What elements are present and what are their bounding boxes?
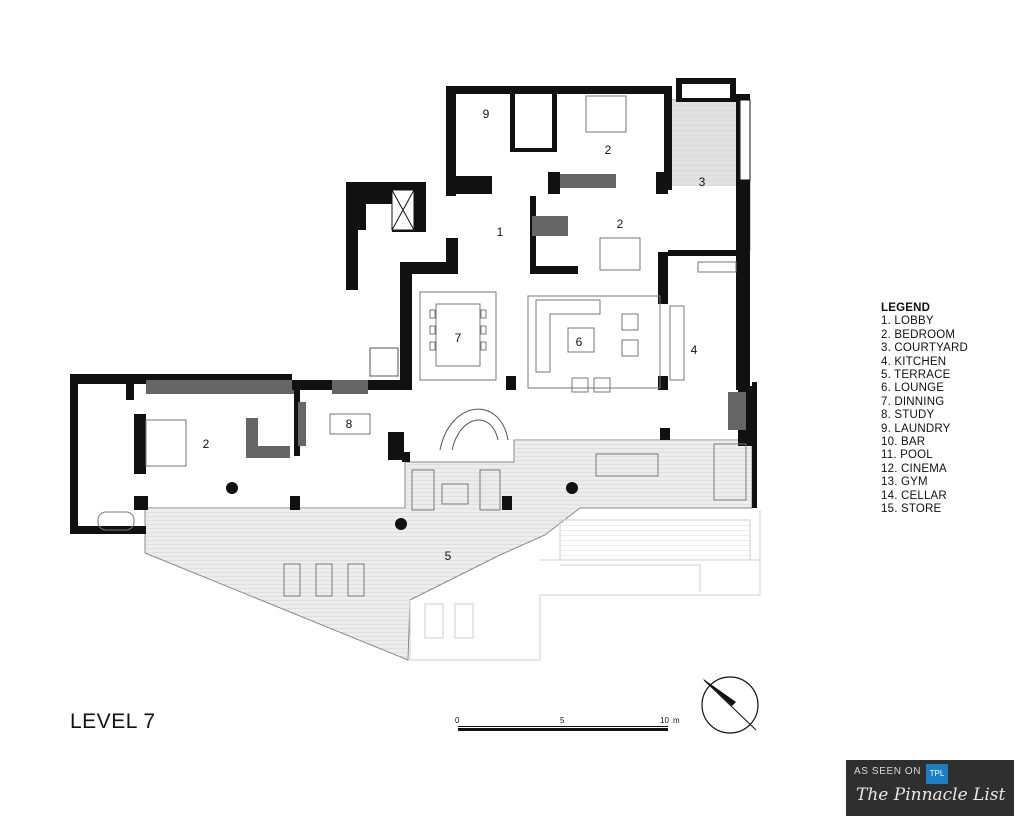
interior-floor (400, 186, 740, 436)
scale-tick-10: 10 (660, 716, 669, 725)
legend: LEGEND 1. LOBBY 2. BEDROOM 3. COURTYARD … (881, 302, 968, 517)
badge-main-text: The Pinnacle List (856, 785, 1006, 805)
room-number-kitchen: 4 (691, 343, 698, 357)
legend-item: 14. CELLAR (881, 489, 947, 502)
room-number-laundry: 9 (483, 107, 490, 121)
legend-title: LEGEND (881, 302, 931, 314)
room-number-terrace: 5 (445, 549, 452, 563)
scale-unit: m (673, 716, 680, 725)
scale-bar: 0 5 10 m (452, 716, 682, 736)
legend-item: 11. POOL (881, 449, 933, 462)
room-number-bedroom-left: 2 (203, 437, 210, 451)
legend-item: 4. KITCHEN (881, 355, 947, 368)
furniture (97, 95, 747, 597)
legend-item: 5. TERRACE (881, 369, 951, 382)
legend-item: 10. BAR (881, 436, 926, 449)
legend-item: 7. DINNING (881, 395, 945, 408)
scale-line (458, 726, 668, 727)
room-number-study: 8 (346, 417, 353, 431)
watermark-badge: AS SEEN ON TPL The Pinnacle List (846, 760, 1014, 816)
north-arrow-icon (701, 676, 759, 734)
legend-item: 6. LOUNGE (881, 382, 945, 395)
room-number-lobby: 1 (497, 225, 504, 239)
level-label: LEVEL 7 (70, 710, 156, 733)
room-number-bedroom-top: 2 (605, 143, 612, 157)
legend-item: 9. LAUNDRY (881, 422, 951, 435)
legend-item: 3. COURTYARD (881, 342, 968, 355)
lift-cross (391, 189, 415, 231)
legend-item: 2. BEDROOM (881, 328, 956, 341)
legend-item: 13. GYM (881, 476, 928, 489)
legend-item: 12. CINEMA (881, 462, 947, 475)
stair (369, 347, 509, 451)
scale-tick-0: 0 (455, 716, 460, 725)
badge-top-text: AS SEEN ON (854, 766, 922, 777)
terrace-area (144, 439, 753, 661)
room-number-lounge: 6 (576, 335, 583, 349)
walls (70, 78, 757, 534)
legend-item: 15. STORE (881, 503, 942, 516)
room-number-dinning: 7 (455, 331, 462, 345)
scale-bar-fill (458, 728, 668, 731)
lower-terrace-outline (409, 510, 761, 661)
legend-item: 8. STUDY (881, 409, 935, 422)
room-number-bedroom-middle: 2 (617, 217, 624, 231)
legend-item: 1. LOBBY (881, 315, 934, 328)
room-number-courtyard: 3 (699, 175, 706, 189)
badge-logo: TPL (926, 764, 948, 784)
scale-tick-5: 5 (560, 716, 565, 725)
